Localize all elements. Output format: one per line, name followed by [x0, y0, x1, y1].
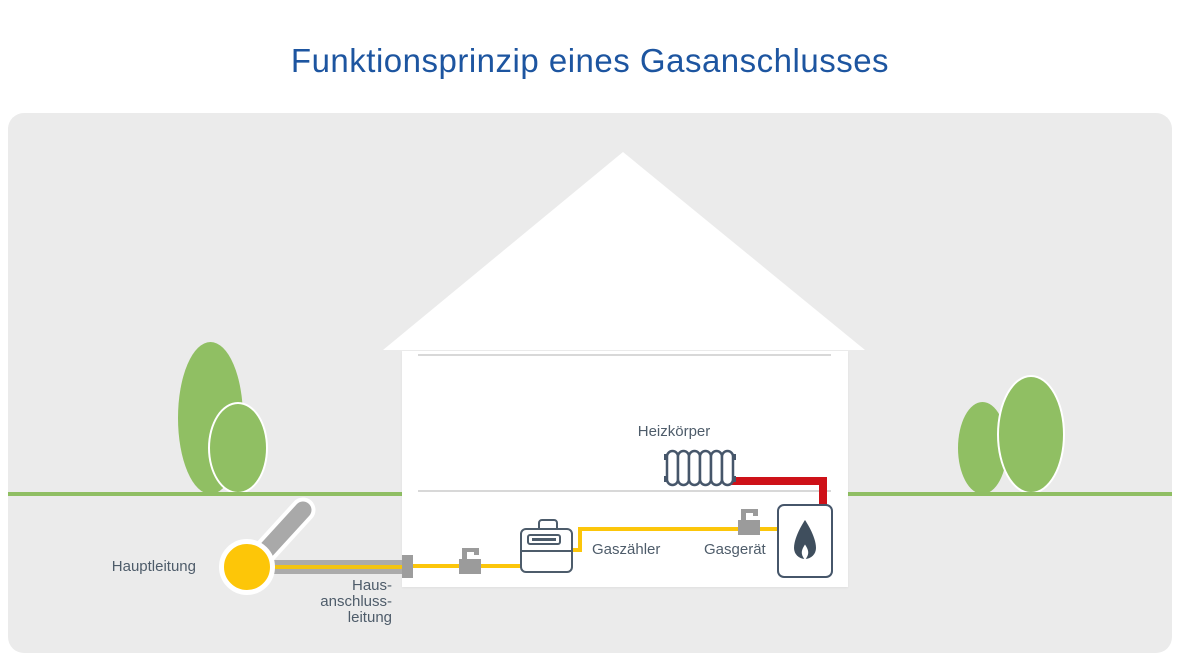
radiator-icon	[664, 449, 736, 487]
gas-main-cross-section-icon	[219, 539, 275, 595]
gas-appliance-boiler	[777, 504, 833, 578]
gas-valve-icon	[738, 509, 760, 535]
label-hausanschlussleitung: Haus- anschluss- leitung	[320, 577, 392, 626]
wall-sleeve	[402, 555, 413, 578]
label-gaszaehler: Gaszähler	[592, 541, 661, 558]
gas-pipe-to-boiler	[578, 527, 779, 531]
floor-line	[418, 490, 831, 492]
house-roof	[383, 152, 865, 350]
house-body	[402, 351, 848, 587]
gas-valve-icon	[459, 548, 481, 574]
heating-pipe-horizontal	[731, 477, 827, 485]
heating-pipe-vertical	[819, 477, 827, 507]
gas-pipe-riser	[578, 527, 582, 552]
diagram-canvas: Hauptleitung Haus- anschluss- leitung Ga…	[8, 113, 1172, 653]
label-hauptleitung: Hauptleitung	[111, 558, 196, 575]
tree-right-back	[997, 375, 1065, 494]
ceiling-line	[418, 354, 831, 356]
gas-pipe-meter-out	[573, 548, 582, 552]
flame-icon	[794, 520, 816, 560]
gas-meter-icon	[520, 528, 573, 573]
tree-left-front	[208, 402, 268, 494]
page-title: Funktionsprinzip eines Gasanschlusses	[290, 42, 890, 79]
house-connection-pipe-gas-line	[250, 565, 404, 569]
gas-meter-display	[527, 534, 561, 545]
label-heizkoerper: Heizkörper	[637, 423, 711, 440]
label-gasgeraet: Gasgerät	[704, 541, 766, 558]
